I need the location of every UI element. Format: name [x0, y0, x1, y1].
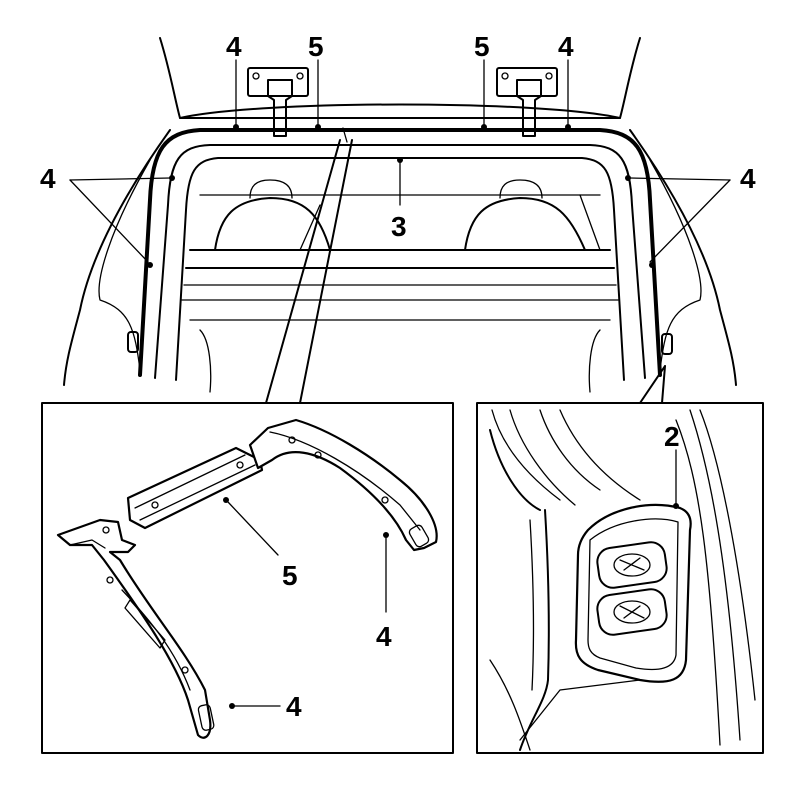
fastener-dot — [169, 175, 175, 181]
switch-panel — [574, 503, 692, 683]
roof-rear-edge — [179, 103, 621, 119]
callout-3-center: 3 — [391, 211, 407, 242]
hinge-right — [496, 67, 558, 137]
inset-right-frame — [476, 402, 764, 754]
fastener-dot — [397, 157, 403, 163]
car-rear-view — [63, 37, 737, 393]
body-left-inner — [98, 159, 151, 371]
body-left-outline — [63, 129, 171, 386]
hinge-left — [247, 67, 309, 137]
fastener-dot — [649, 262, 655, 268]
fastener-dot — [315, 124, 321, 130]
seat-left-strap — [299, 204, 321, 251]
seat-right-strap — [579, 194, 601, 251]
callout-4-inset-bottom: 4 — [286, 691, 302, 722]
callout-5-top-left: 5 — [308, 31, 324, 62]
callout-4-top-right: 4 — [558, 31, 574, 62]
callout-4-side-left: 4 — [40, 163, 56, 194]
callout-4-side-right: 4 — [740, 163, 756, 194]
trim-piece-middle — [126, 446, 264, 530]
cargo-floor-right — [588, 329, 601, 393]
fastener-dot — [233, 124, 239, 130]
roof-outline — [159, 37, 641, 119]
fastener-dot — [147, 262, 153, 268]
zoom-connector-right — [639, 365, 666, 404]
fastener-dot — [565, 124, 571, 130]
callout-4-top-left: 4 — [226, 31, 242, 62]
seat-left — [214, 197, 331, 251]
callout-4-inset-right: 4 — [376, 621, 392, 652]
right-light-switch — [661, 333, 673, 355]
zoom-connector-left — [265, 139, 353, 404]
headrest-right — [499, 179, 543, 199]
left-latch — [127, 331, 139, 353]
switch-lower — [596, 588, 668, 636]
headrest-left — [249, 179, 293, 199]
main-leader-lines — [69, 59, 731, 263]
inset-trim-parts — [41, 402, 454, 754]
tailgate-seal — [138, 128, 662, 377]
body-right-outline — [629, 129, 737, 386]
cargo-floor-left — [199, 329, 212, 393]
zoom-break-1 — [342, 127, 348, 143]
inset-left-frame — [41, 402, 454, 754]
trim-piece-left — [56, 518, 212, 739]
seat-right — [464, 197, 586, 251]
callout-5-top-right: 5 — [474, 31, 490, 62]
fastener-dot — [625, 175, 631, 181]
trim-piece-right — [248, 418, 438, 552]
body-right-inner — [649, 159, 702, 371]
fastener-dot — [481, 124, 487, 130]
inset-switch-detail — [476, 402, 764, 754]
callout-2-inset: 2 — [664, 421, 680, 452]
callout-5-inset: 5 — [282, 560, 298, 591]
switch-upper — [596, 541, 668, 589]
